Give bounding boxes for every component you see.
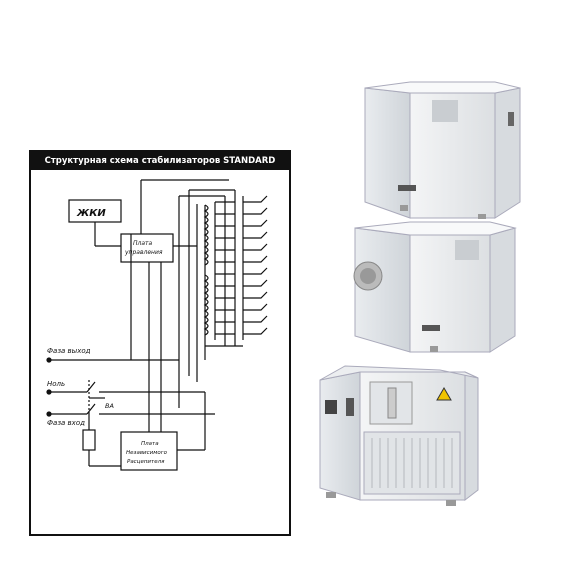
warning-icon: [436, 387, 452, 401]
phase-in-label: Фаза вход: [47, 419, 85, 427]
schematic-drawing: ЖКИ Плата управления Фаза выход Ноль ВА …: [46, 179, 268, 471]
lcd-label: ЖКИ: [76, 208, 106, 219]
unit-1-label-plate: [432, 100, 458, 122]
indep-board-label-1: Плата: [141, 441, 159, 447]
control-board-label-2: управления: [124, 249, 163, 256]
control-board-box: [120, 233, 174, 263]
unit-2-display: [422, 325, 440, 331]
stabilizer-unit-1: [364, 81, 521, 219]
stabilizer-unit-3: [319, 365, 479, 506]
unit-1-display: [398, 185, 416, 191]
neutral-label: Ноль: [47, 380, 65, 388]
stabilizer-unit-2: [353, 221, 517, 353]
breaker-label: ВА: [105, 402, 114, 410]
diagram-title: Структурная схема стабилизаторов STANDAR…: [31, 152, 289, 170]
control-board-label-1: Плата: [133, 240, 153, 247]
output-terminals: [243, 195, 268, 335]
phase-out-label: Фаза выход: [47, 347, 91, 355]
indep-board-label-3: Расцепителя: [127, 459, 165, 465]
indep-board-label-2: Независимого: [126, 450, 168, 456]
